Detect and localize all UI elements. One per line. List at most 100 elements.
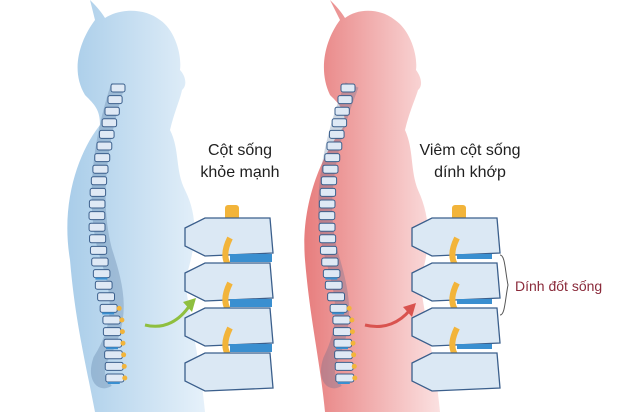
vertebra xyxy=(92,164,109,174)
vertebra xyxy=(411,352,501,392)
nerve xyxy=(350,340,356,346)
nerve xyxy=(351,363,357,369)
vertebra xyxy=(92,269,111,279)
vertebra xyxy=(332,315,351,325)
healthy-vertebrae-closeup xyxy=(184,205,274,392)
disc xyxy=(337,382,350,384)
vertebra xyxy=(333,338,353,348)
disease-label-line1: Viêm cột sống xyxy=(419,142,521,159)
vertebra xyxy=(102,327,122,337)
vertebra xyxy=(411,307,501,347)
vertebra xyxy=(319,187,337,197)
vertebra xyxy=(322,269,341,279)
nerve xyxy=(352,375,358,381)
disc xyxy=(457,254,492,259)
vertebra xyxy=(104,106,120,116)
disc xyxy=(332,312,345,315)
vertebra xyxy=(411,262,501,302)
vertebra xyxy=(319,234,337,244)
vertebra xyxy=(334,350,353,360)
nerve xyxy=(116,305,122,311)
disease-label-line2: dính khớp xyxy=(434,164,506,181)
vertebra xyxy=(90,176,108,186)
vertebra xyxy=(94,280,113,290)
vertebra xyxy=(318,199,336,209)
vertebra xyxy=(326,141,343,151)
nerve xyxy=(349,329,355,335)
healthy-label-line2: khỏe mạnh xyxy=(200,164,280,181)
vertebra xyxy=(335,373,355,383)
disc xyxy=(107,382,120,384)
disc xyxy=(325,277,338,280)
vertebra xyxy=(329,303,348,313)
fused-vertebrae-annotation: Dính đốt sống xyxy=(515,278,603,294)
vertebra xyxy=(89,245,108,255)
nerve xyxy=(121,363,127,369)
nerve xyxy=(346,305,352,311)
disc xyxy=(230,254,272,262)
vertebra xyxy=(324,280,343,290)
vertebra xyxy=(102,315,121,325)
vertebra xyxy=(101,118,118,128)
nerve xyxy=(119,329,125,335)
vertebra xyxy=(88,211,106,221)
healthy-silhouette xyxy=(67,0,205,412)
vertebra xyxy=(337,95,353,105)
vertebra xyxy=(104,350,123,360)
disc xyxy=(95,277,108,280)
vertebra xyxy=(328,129,345,139)
vertebra xyxy=(332,327,352,337)
disc xyxy=(230,299,272,307)
nerve xyxy=(351,352,357,358)
vertebra xyxy=(340,83,356,93)
vertebra xyxy=(91,257,109,267)
disc xyxy=(335,347,348,350)
vertebra xyxy=(89,234,107,244)
vertebra xyxy=(97,292,116,302)
disc xyxy=(102,312,115,315)
healthy-arrow xyxy=(144,304,192,328)
nerve xyxy=(120,340,126,346)
spinal-cord xyxy=(225,205,239,220)
vertebra xyxy=(110,83,126,93)
vertebra xyxy=(324,153,341,163)
vertebra xyxy=(89,187,107,197)
vertebra xyxy=(411,217,501,257)
vertebra xyxy=(88,199,106,209)
vertebra xyxy=(105,373,125,383)
vertebra xyxy=(334,106,350,116)
vertebra xyxy=(184,307,274,347)
healthy-label: Cột sống khỏe mạnh xyxy=(185,140,295,184)
vertebra xyxy=(322,164,339,174)
nerve xyxy=(119,317,125,323)
spinal-cord xyxy=(452,205,466,220)
disc xyxy=(457,299,492,304)
disc xyxy=(457,344,492,349)
healthy-label-line1: Cột sống xyxy=(207,142,273,159)
vertebra xyxy=(334,361,354,371)
annotation-bracket xyxy=(499,254,509,316)
vertebra xyxy=(331,118,348,128)
vertebra xyxy=(318,211,336,221)
disc xyxy=(105,347,118,350)
vertebra xyxy=(94,153,111,163)
vertebra xyxy=(88,222,106,232)
disc xyxy=(230,344,272,352)
vertebra xyxy=(98,129,115,139)
vertebra xyxy=(103,338,123,348)
vertebra xyxy=(107,95,123,105)
vertebra xyxy=(104,361,124,371)
vertebra xyxy=(99,303,118,313)
vertebra xyxy=(96,141,113,151)
healthy-spine xyxy=(91,82,125,389)
nerve xyxy=(122,375,128,381)
vertebra xyxy=(184,352,274,392)
vertebra xyxy=(320,176,338,186)
vertebra xyxy=(318,222,336,232)
vertebra xyxy=(327,292,346,302)
vertebra xyxy=(184,262,274,302)
nerve xyxy=(121,352,127,358)
disease-arrow xyxy=(364,309,412,328)
vertebra xyxy=(321,257,339,267)
